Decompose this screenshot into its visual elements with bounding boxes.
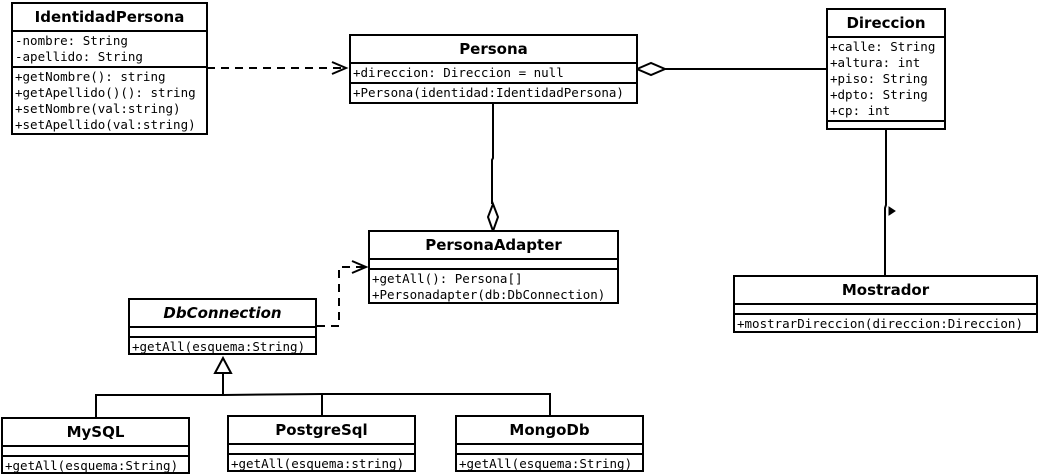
method: +getAll(esquema:String) bbox=[132, 339, 306, 354]
attributes-section bbox=[229, 443, 414, 453]
class-name: MySQL bbox=[66, 423, 125, 441]
dependency-identidad-to-persona bbox=[207, 61, 349, 75]
class-persona[interactable]: Persona +direccion: Direccion = null +Pe… bbox=[349, 34, 638, 104]
class-name: PersonaAdapter bbox=[425, 236, 562, 254]
class-name: PostgreSql bbox=[275, 421, 368, 439]
method: +Persona(identidad:IdentidadPersona) bbox=[353, 85, 624, 100]
class-mostrador[interactable]: Mostrador +mostrarDireccion(direccion:Di… bbox=[733, 275, 1038, 333]
attributes-section bbox=[370, 258, 617, 268]
class-name: IdentidadPersona bbox=[34, 8, 185, 26]
attribute: +cp: int bbox=[830, 103, 891, 118]
class-mongodb[interactable]: MongoDb +getAll(esquema:String) bbox=[455, 415, 644, 472]
class-name: Persona bbox=[459, 40, 528, 58]
method: +mostrarDireccion(direccion:Direccion) bbox=[737, 316, 1023, 331]
class-name: DbConnection bbox=[163, 304, 282, 322]
class-persona-adapter[interactable]: PersonaAdapter +getAll(): Persona[] +Per… bbox=[368, 230, 619, 304]
method: +getNombre(): string bbox=[15, 69, 166, 84]
attribute: +piso: String bbox=[830, 71, 928, 86]
attribute: +altura: int bbox=[830, 55, 921, 70]
attributes-section bbox=[457, 443, 642, 453]
class-direccion[interactable]: Direccion +calle: String +altura: int +p… bbox=[826, 8, 946, 130]
method: +getAll(esquema:string) bbox=[231, 456, 405, 471]
class-name: Direccion bbox=[846, 14, 926, 32]
dependency-dbconnection-to-adapter bbox=[317, 260, 369, 327]
aggregation-persona-adapter bbox=[486, 103, 500, 234]
methods-section: +Persona(identidad:IdentidadPersona) bbox=[351, 82, 636, 102]
class-db-connection[interactable]: DbConnection +getAll(esquema:String) bbox=[128, 298, 317, 355]
attributes-section bbox=[3, 445, 188, 455]
attributes-section bbox=[735, 303, 1036, 313]
methods-section: +getAll(esquema:String) bbox=[130, 336, 315, 354]
methods-section: +mostrarDireccion(direccion:Direccion) bbox=[735, 313, 1036, 331]
methods-section: +getNombre(): string +getApellido()(): s… bbox=[13, 66, 206, 133]
method: +getAll(esquema:String) bbox=[459, 456, 633, 471]
attributes-section: -nombre: String -apellido: String bbox=[13, 30, 206, 66]
class-mysql[interactable]: MySQL +getAll(esquema:String) bbox=[1, 417, 190, 474]
class-name: Mostrador bbox=[841, 281, 930, 299]
methods-section: +getAll(esquema:String) bbox=[3, 455, 188, 473]
attribute: -nombre: String bbox=[15, 33, 128, 48]
attributes-section: +direccion: Direccion = null bbox=[351, 62, 636, 82]
method: +getAll(esquema:String) bbox=[5, 458, 179, 473]
methods-section: +getAll(esquema:String) bbox=[457, 453, 642, 471]
attribute: +direccion: Direccion = null bbox=[353, 65, 564, 80]
method: +Personadapter(db:DbConnection) bbox=[372, 287, 606, 302]
methods-section: +getAll(esquema:string) bbox=[229, 453, 414, 471]
class-identidad-persona[interactable]: IdentidadPersona -nombre: String -apelli… bbox=[11, 2, 208, 135]
attributes-section: +calle: String +altura: int +piso: Strin… bbox=[828, 36, 944, 120]
method: +getApellido()(): string bbox=[15, 85, 196, 100]
attribute: -apellido: String bbox=[15, 49, 143, 64]
class-postgresql[interactable]: PostgreSql +getAll(esquema:string) bbox=[227, 415, 416, 472]
attributes-section bbox=[130, 326, 315, 336]
method: +setNombre(val:string) bbox=[15, 101, 181, 116]
method: +setApellido(val:string) bbox=[15, 117, 196, 132]
generalization-db-implementations bbox=[95, 355, 551, 418]
attribute: +calle: String bbox=[830, 39, 936, 54]
association-direccion-mostrador bbox=[884, 129, 896, 276]
methods-section: +getAll(): Persona[] +Personadapter(db:D… bbox=[370, 268, 617, 302]
methods-section bbox=[828, 120, 944, 128]
class-name: MongoDb bbox=[509, 421, 590, 439]
aggregation-direccion-persona bbox=[634, 61, 827, 77]
attribute: +dpto: String bbox=[830, 87, 928, 102]
method: +getAll(): Persona[] bbox=[372, 271, 523, 286]
